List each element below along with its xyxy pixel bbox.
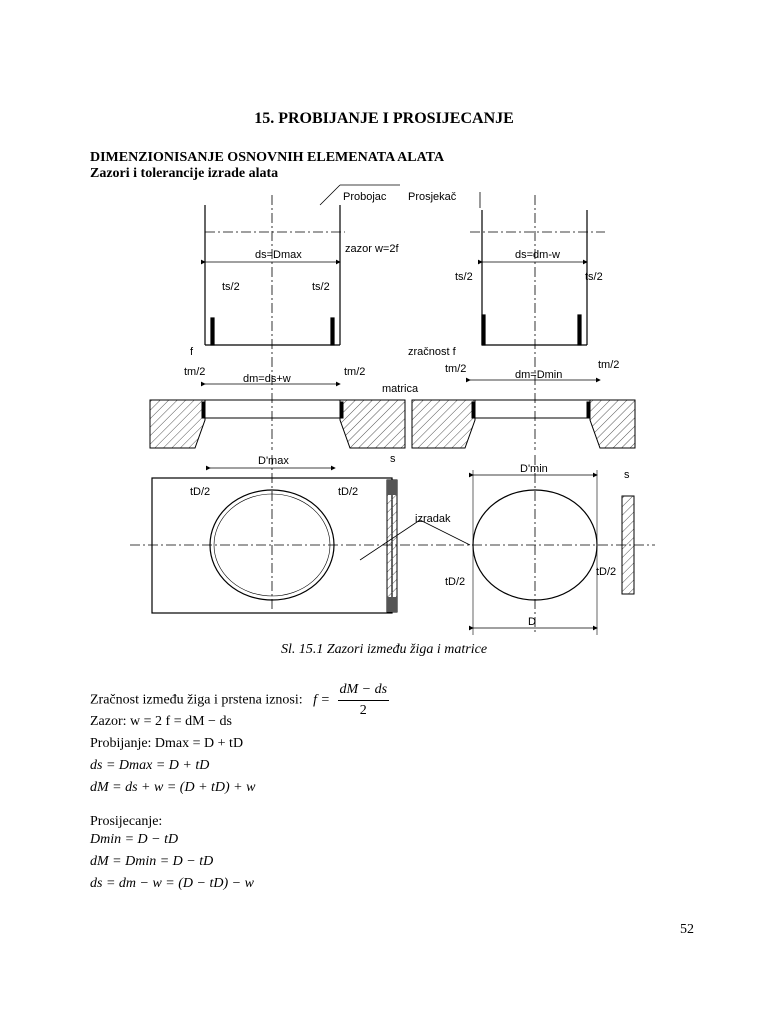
label-ts2-b: ts/2 [312, 281, 330, 293]
label-ts2-d: ts/2 [585, 271, 603, 283]
punch-left [204, 205, 341, 346]
label-izradak: izradak [415, 513, 451, 525]
label-dm-ds-w: dm=ds+w [243, 373, 291, 385]
eq-r1: Dmin = D − tD [90, 832, 179, 847]
label-prosjekac: Prosjekač [408, 191, 457, 203]
eq-fraction: dM − ds 2 [337, 680, 390, 721]
label-dmax: D'max [258, 455, 289, 467]
label-tm2-b: tm/2 [344, 366, 365, 378]
label-f: f [190, 346, 194, 358]
label-td2-d: tD/2 [596, 566, 616, 578]
label-zazor: zazor w=2f [345, 243, 399, 255]
label-D: D [528, 616, 536, 628]
eq-frac-den: 2 [359, 703, 367, 718]
eq-r3: ds = dm − w = (D − tD) − w [90, 876, 254, 891]
label-tm2-d: tm/2 [598, 359, 619, 371]
label-ds-dmax: ds=Dmax [255, 249, 302, 261]
label-dmin: D'min [520, 463, 548, 475]
section-heading: DIMENZIONISANJE OSNOVNIH ELEMENATA ALATA [90, 150, 445, 165]
label-ds-dm-w: ds=dm-w [515, 249, 560, 261]
label-tm2-a: tm/2 [184, 366, 205, 378]
eq-p2: dM = ds + w = (D + tD) + w [90, 780, 256, 795]
page-number: 52 [680, 922, 694, 937]
page-title: 15. PROBIJANJE I PROSIJECANJE [254, 110, 514, 127]
die-right [411, 399, 636, 449]
punch-right [481, 210, 588, 346]
label-ts2-c: ts/2 [455, 271, 473, 283]
label-zracnost: zračnost f [408, 346, 457, 358]
eq-p1: ds = Dmax = D + tD [90, 758, 210, 773]
label-ts2-a: ts/2 [222, 281, 240, 293]
label-probojac: Probojac [343, 191, 387, 203]
label-td2-c: tD/2 [445, 576, 465, 588]
label-s-a: s [390, 453, 396, 465]
eq-probijanje: Probijanje: Dmax = D + tD [90, 736, 244, 751]
label-td2-b: tD/2 [338, 486, 358, 498]
center-lines [130, 195, 655, 635]
blank-right [359, 470, 598, 635]
eq-r2: dM = Dmin = D − tD [90, 854, 214, 869]
eq-zazor: Zazor: w = 2 f = dM − ds [90, 714, 232, 729]
label-td2-a: tD/2 [190, 486, 210, 498]
label-tm2-c: tm/2 [445, 363, 466, 375]
eq-frac-num: dM − ds [337, 680, 390, 701]
eq-f: f = [313, 692, 330, 708]
label-dm-dmin: dm=Dmin [515, 369, 562, 381]
label-s-b: s [624, 469, 630, 481]
eq-intro-line: Zračnost između žiga i prstena iznosi: f… [90, 680, 390, 721]
label-matrica: matrica [382, 383, 419, 395]
figure-caption: Sl. 15.1 Zazori između žiga i matrice [280, 642, 488, 657]
eq-intro: Zračnost između žiga i prstena iznosi: [90, 692, 303, 708]
eq-prosijecanje: Prosijecanje: [90, 814, 163, 829]
subsection-heading: Zazori i tolerancije izrade alata [90, 166, 279, 181]
die-left [149, 399, 406, 449]
